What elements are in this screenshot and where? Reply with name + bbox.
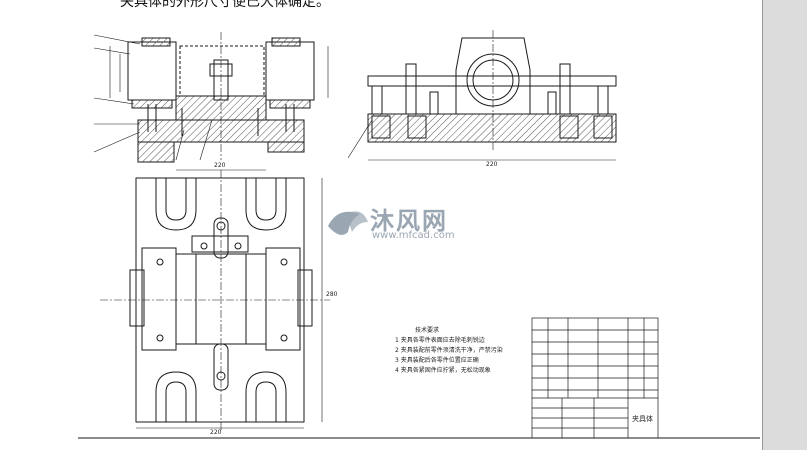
front-section-view [93, 32, 329, 163]
notes-title: 技术要求 [415, 327, 440, 334]
watermark-logo-icon [328, 211, 368, 235]
dim-side-width: 220 [486, 161, 498, 168]
dim-plan-top: 220 [214, 162, 226, 169]
body-text-line: 夹具体的外形尺寸便已大体确定。 [120, 0, 330, 10]
watermark-brand: 沐风网 [370, 207, 448, 235]
note-item: 1 夹具各零件表面应去除毛刺锐边 [395, 337, 485, 344]
vertical-scrollbar[interactable] [762, 0, 807, 450]
note-item: 2 夹具装配前零件须清洗干净，严禁污染 [395, 347, 503, 354]
dim-plan-bottom: 220 [210, 429, 222, 436]
title-block [531, 317, 659, 439]
note-item: 4 夹具各紧固件应拧紧，无松动现象 [395, 367, 491, 374]
technical-notes: 技术要求 1 夹具各零件表面应去除毛刺锐边 2 夹具装配前零件须清洗干净，严禁污… [395, 326, 503, 376]
plan-view [100, 169, 330, 430]
note-item: 3 夹具装配后各零件位置应正确 [395, 357, 479, 364]
title-block-name: 夹具体 [632, 415, 653, 423]
watermark-url: www.mfcad.com [372, 230, 455, 241]
dim-plan-height: 280 [326, 291, 338, 298]
side-view [347, 30, 617, 161]
